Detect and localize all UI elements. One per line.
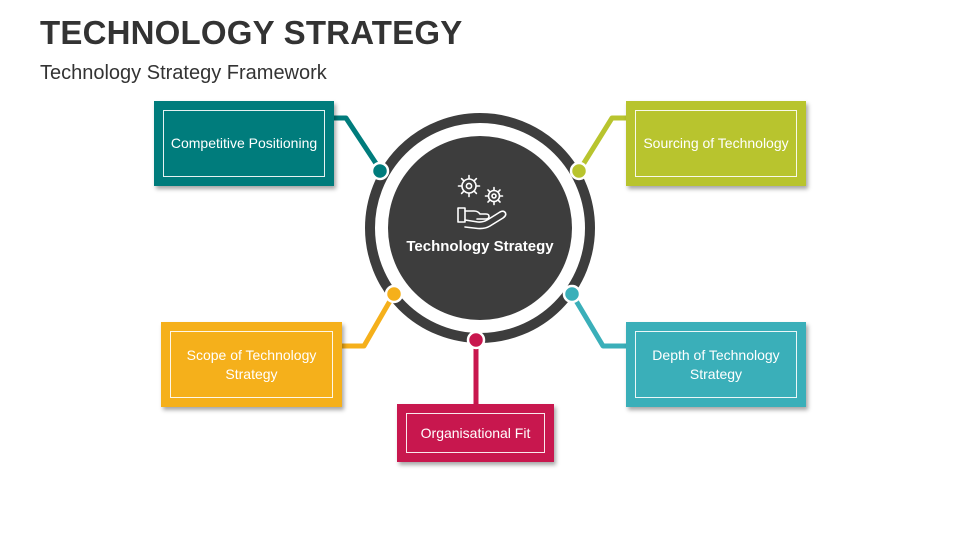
connector-scope <box>341 292 397 349</box>
box-depth-of-technology-strategy: Depth of Technology Strategy <box>626 322 806 407</box>
gears-in-hand-icon <box>457 174 507 230</box>
connector-competitive <box>333 115 384 173</box>
dot-orgfit <box>466 330 486 350</box>
box-label: Scope of Technology Strategy <box>170 331 333 398</box>
box-competitive-positioning: Competitive Positioning <box>154 101 334 186</box>
center-label: Technology Strategy <box>406 238 554 255</box>
connector-sourcing <box>576 115 627 173</box>
page-title: TECHNOLOGY STRATEGY <box>40 14 463 51</box>
box-label: Depth of Technology Strategy <box>635 331 797 398</box>
dot-depth <box>562 284 582 304</box>
box-label: Sourcing of Technology <box>635 110 797 177</box>
page-subtitle: Technology Strategy Framework <box>40 62 327 84</box>
box-sourcing-of-technology: Sourcing of Technology <box>626 101 806 186</box>
box-label: Organisational Fit <box>406 413 545 453</box>
dot-sourcing <box>569 161 589 181</box>
box-organisational-fit: Organisational Fit <box>397 404 554 462</box>
dot-scope <box>384 284 404 304</box>
box-label: Competitive Positioning <box>163 110 325 177</box>
connector-depth <box>569 292 627 349</box>
box-scope-of-technology-strategy: Scope of Technology Strategy <box>161 322 342 407</box>
dot-competitive <box>370 161 390 181</box>
